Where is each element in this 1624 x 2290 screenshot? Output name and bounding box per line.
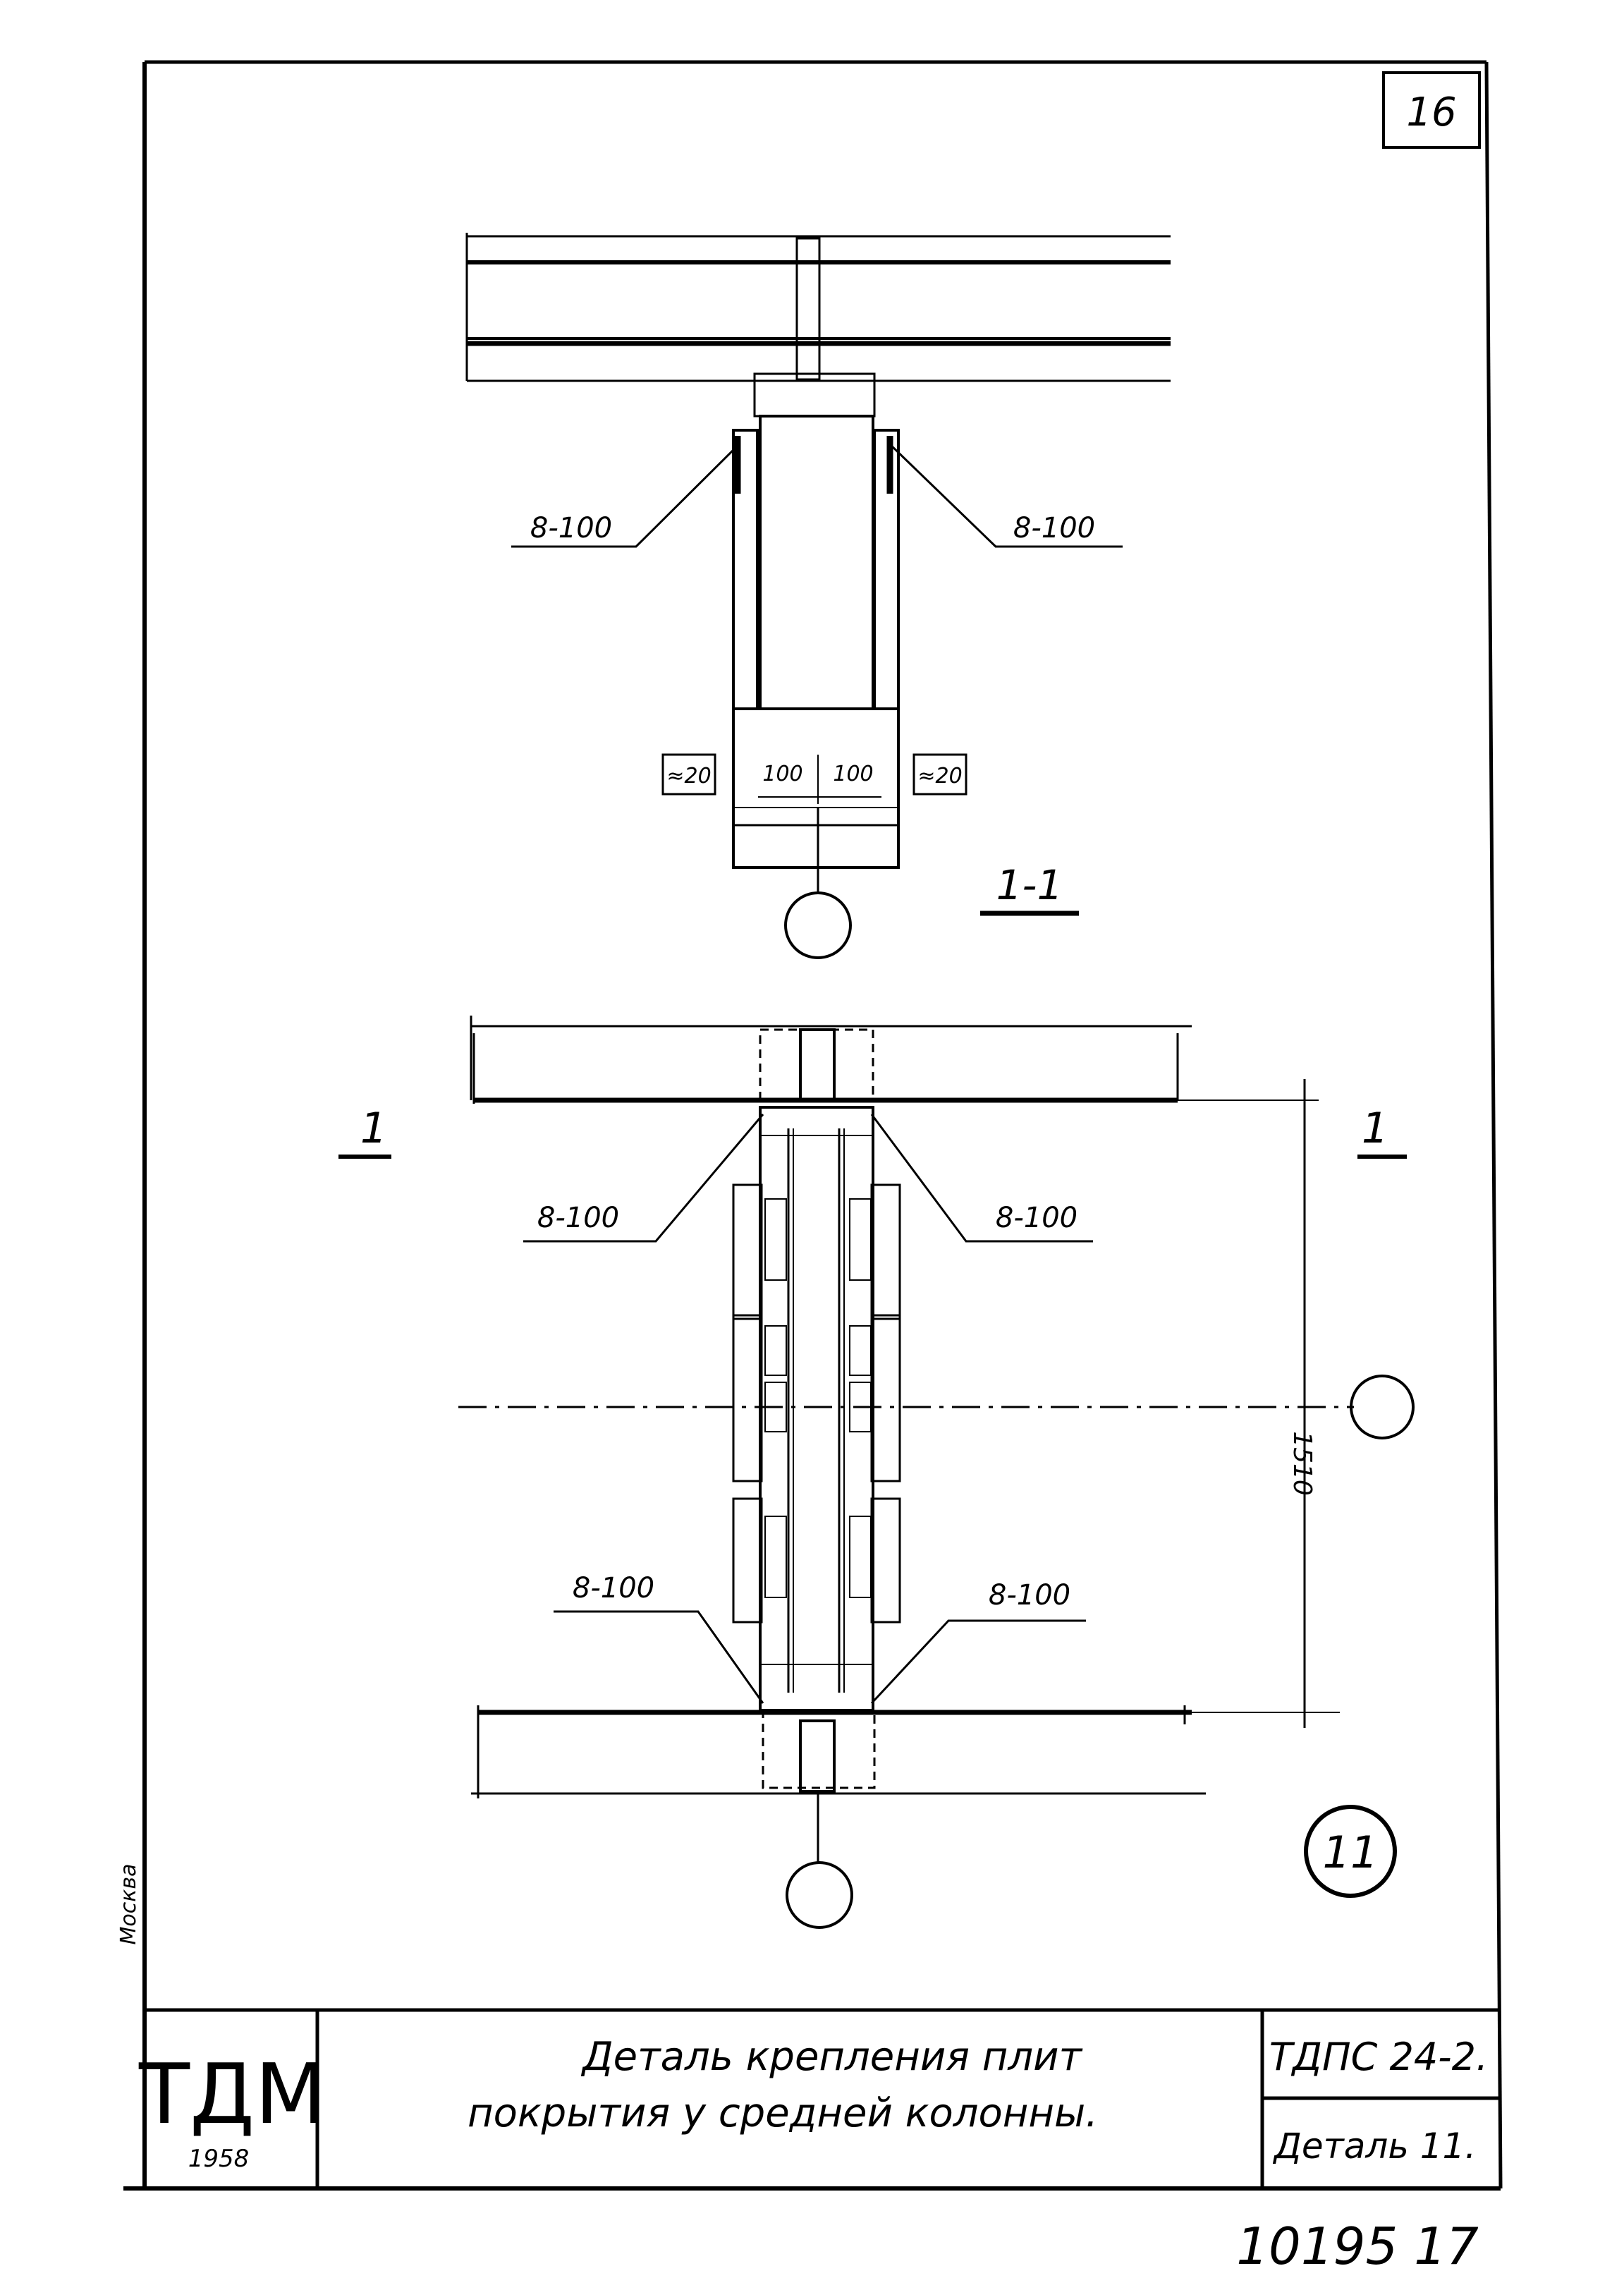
- logo-tdm: ТДМ: [138, 2045, 326, 2143]
- top-dim-mid-left: 100: [762, 762, 802, 786]
- plan-label-lower-left: 8-100: [573, 1572, 654, 1604]
- cut-mark-left: 1: [360, 1104, 387, 1153]
- top-label-right: 8-100: [1013, 512, 1095, 544]
- cut-mark-right: 1: [1362, 1104, 1388, 1153]
- top-dim-mid-right: 100: [833, 762, 873, 786]
- sheet-frame: [123, 60, 1503, 2191]
- plan-label-lower-right: 8-100: [989, 1579, 1070, 1612]
- section-name: 1-1: [996, 861, 1063, 909]
- top-dim-left: ≈20: [666, 764, 711, 788]
- plan-label-upper-left: 8-100: [537, 1202, 619, 1234]
- title-block: [145, 2008, 1501, 2188]
- plan-label-upper-right: 8-100: [996, 1202, 1077, 1234]
- margin-city-text: Москва: [116, 1864, 141, 1945]
- inventory-number: 10195 17: [1236, 2217, 1479, 2276]
- detail-label: Деталь 11.: [1273, 2126, 1476, 2167]
- title-line-1: Деталь крепления плит: [580, 2034, 1083, 2080]
- top-dim-right: ≈20: [917, 764, 962, 788]
- top-label-left: 8-100: [530, 512, 612, 544]
- page-number-box: 16: [1382, 71, 1481, 149]
- section-top: [465, 233, 1171, 959]
- title-line-2: покрытия у средней колонны.: [468, 2090, 1098, 2136]
- detail-number: 11: [1323, 1827, 1379, 1878]
- plan-dimension-1510: 1510: [1288, 1431, 1317, 1496]
- drawing-code: ТДПС 24-2.: [1269, 2035, 1488, 2079]
- page-number: 16: [1406, 90, 1456, 135]
- plan-bottom: [338, 1016, 1415, 1929]
- logo-year: 1958: [188, 2145, 250, 2173]
